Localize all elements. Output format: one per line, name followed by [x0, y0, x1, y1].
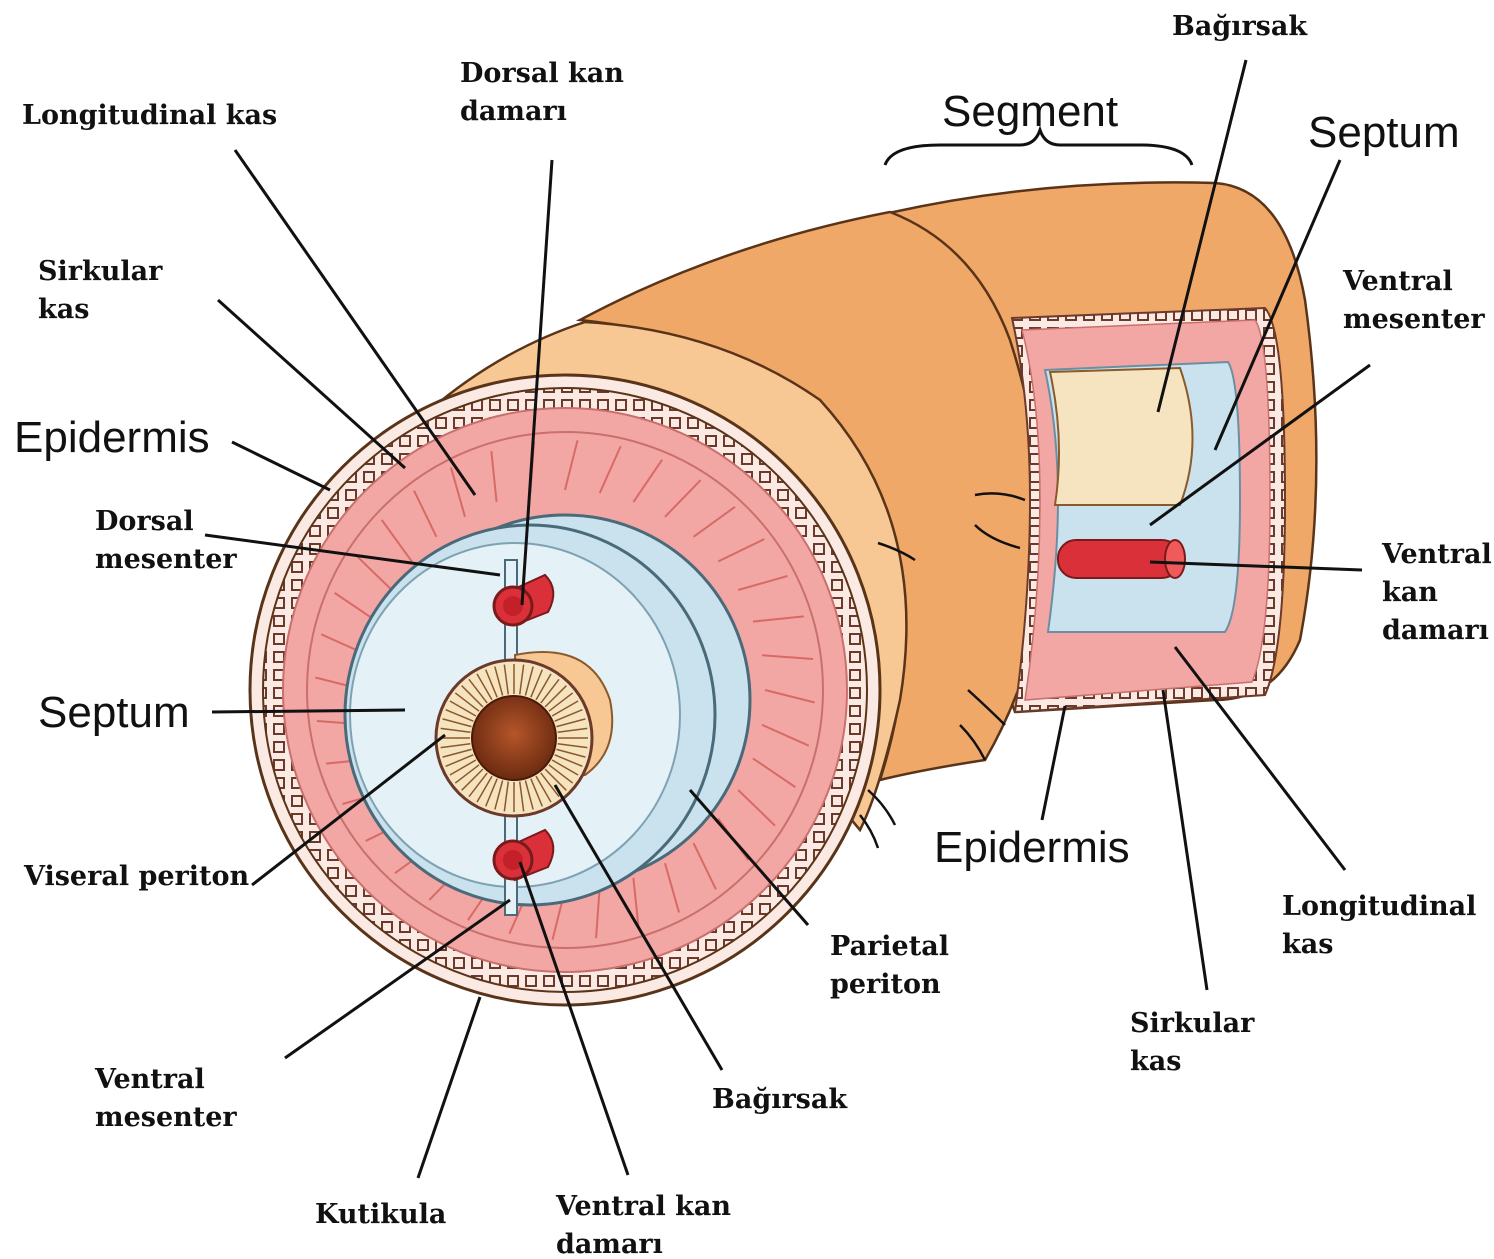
label-line: periton: [830, 969, 941, 1000]
label-line: kan: [1382, 577, 1438, 608]
label-line: Dorsal kan: [460, 58, 624, 89]
label-line: mesenter: [1343, 304, 1485, 335]
label-dorsal-mesenter: Dorsal mesenter: [95, 506, 237, 575]
label-line: Septum: [1308, 108, 1460, 157]
ventral-vessel-lumen: [503, 850, 523, 870]
gut-lumen: [472, 696, 556, 780]
label-line: Epidermis: [934, 823, 1130, 872]
label-line: Segment: [942, 87, 1118, 136]
leader-sirkular-kas-right: [1163, 690, 1207, 990]
label-line: kas: [1130, 1046, 1181, 1077]
label-bagirsak-top: Bağırsak: [1172, 11, 1308, 42]
label-line: Sirkular: [38, 256, 163, 287]
leader-sirkular-kas-left: [218, 300, 405, 468]
label-sirkular-kas-right: Sirkular kas: [1130, 1008, 1255, 1077]
label-septum-left: Septum: [38, 688, 190, 737]
label-ventral-kan-damari-bottom: Ventral kan damarı: [555, 1191, 731, 1259]
label-epidermis-right: Epidermis: [934, 823, 1130, 872]
label-line: damarı: [460, 96, 567, 127]
label-line: damarı: [1382, 615, 1489, 646]
label-line: Sirkular: [1130, 1008, 1255, 1039]
label-line: kas: [38, 294, 89, 325]
label-line: Longitudinal kas: [22, 100, 277, 131]
label-line: damarı: [556, 1229, 663, 1259]
label-line: Ventral: [1381, 539, 1492, 570]
cutaway-gut: [1050, 368, 1193, 505]
leader-epidermis-left: [232, 442, 330, 490]
label-line: mesenter: [95, 544, 237, 575]
label-line: Bağırsak: [712, 1084, 848, 1115]
leader-epidermis-right: [1042, 706, 1065, 820]
cross-section: [250, 375, 880, 1005]
label-dorsal-kan-damari-top: Dorsal kan damarı: [460, 58, 624, 127]
label-longitudinal-kas-right: Longitudinal kas: [1282, 891, 1476, 960]
cutaway-vessel-end: [1165, 540, 1185, 578]
label-line: Bağırsak: [1172, 11, 1308, 42]
label-line: Longitudinal: [1282, 891, 1476, 922]
label-viseral-periton: Viseral periton: [23, 861, 250, 892]
label-parietal-periton: Parietal periton: [830, 931, 949, 1000]
leader-longitudinal-kas-left: [235, 150, 475, 495]
label-line: Kutikula: [315, 1199, 446, 1230]
label-line: Parietal: [830, 931, 949, 962]
label-line: Dorsal: [95, 506, 194, 537]
label-kutikula: Kutikula: [315, 1199, 446, 1230]
label-ventral-kan-damari-right: Ventral kan damarı: [1381, 539, 1492, 646]
label-segment: Segment: [942, 87, 1118, 136]
label-line: mesenter: [95, 1102, 237, 1133]
label-septum-right: Septum: [1308, 108, 1460, 157]
label-sirkular-kas-left: Sirkular kas: [38, 256, 163, 325]
leader-septum-left: [212, 710, 405, 712]
label-ventral-mesenter-right: Ventral mesenter: [1342, 266, 1485, 335]
label-line: Ventral: [94, 1064, 205, 1095]
label-line: Ventral: [1342, 266, 1453, 297]
dorsal-vessel-lumen: [503, 596, 523, 616]
cutaway-ventral-vessel: [1058, 540, 1180, 578]
label-line: Viseral periton: [23, 861, 250, 892]
label-longitudinal-kas-left: Longitudinal kas: [22, 100, 277, 131]
label-line: Epidermis: [14, 413, 210, 462]
label-line: kas: [1282, 929, 1333, 960]
label-bagirsak-bottom: Bağırsak: [712, 1084, 848, 1115]
label-epidermis-left: Epidermis: [14, 413, 210, 462]
leader-kutikula: [418, 997, 480, 1178]
cutaway-window: [1012, 308, 1285, 712]
label-ventral-mesenter-left: Ventral mesenter: [94, 1064, 237, 1133]
label-line: Ventral kan: [555, 1191, 731, 1222]
label-line: Septum: [38, 688, 190, 737]
